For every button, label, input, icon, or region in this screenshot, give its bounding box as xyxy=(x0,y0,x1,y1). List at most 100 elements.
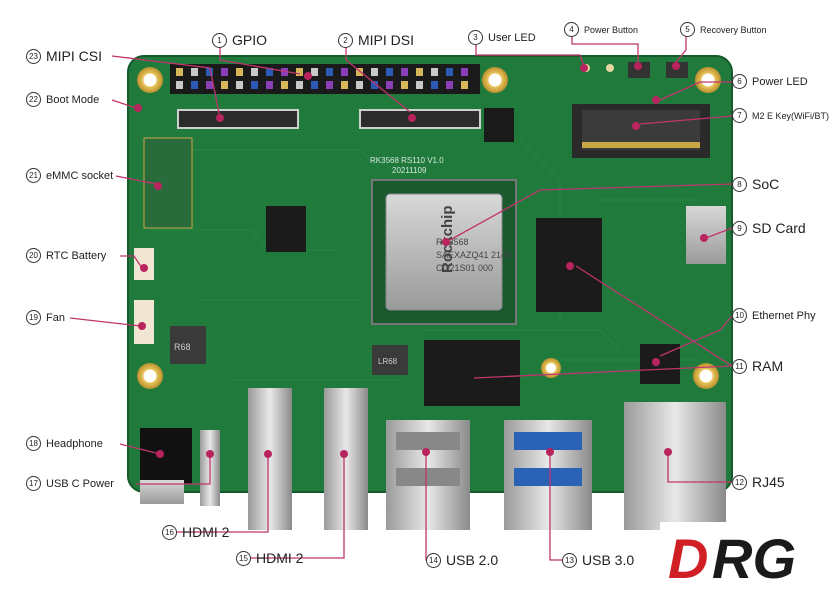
gpio-pin xyxy=(311,68,318,76)
gpio-pin xyxy=(461,68,468,76)
callout-text: HDMI 2 xyxy=(182,524,230,540)
leader-line xyxy=(111,55,221,119)
leader-line xyxy=(119,443,161,455)
callout-number: 1 xyxy=(212,32,227,48)
svg-text:D: D xyxy=(668,527,708,590)
callout-text: Power LED xyxy=(752,75,808,88)
callout-label: 10 Ethernet Phy xyxy=(732,308,816,323)
leader-line xyxy=(170,454,269,533)
svg-text:RG: RG xyxy=(712,527,796,590)
chip-code1: SAEXAZQ41 2149 xyxy=(436,250,511,260)
gpio-pin xyxy=(191,81,198,89)
callout-text: Recovery Button xyxy=(700,24,767,35)
gpio-pin xyxy=(461,81,468,89)
callout-text: eMMC socket xyxy=(46,169,114,182)
callout-marker xyxy=(546,448,554,456)
callout-marker xyxy=(156,450,164,458)
gpio-pin xyxy=(191,68,198,76)
callout-number: 13 xyxy=(562,552,577,568)
callout-marker xyxy=(140,264,148,272)
callout-number: 15 xyxy=(236,550,251,566)
callout-marker xyxy=(304,72,312,80)
callout-number: 6 xyxy=(732,74,747,89)
callout-marker xyxy=(442,238,450,246)
callout-marker xyxy=(664,448,672,456)
gpio-pin xyxy=(176,68,183,76)
callout-marker xyxy=(206,450,214,458)
leader-line xyxy=(69,317,141,327)
gpio-pin xyxy=(266,81,273,89)
gpio-pin xyxy=(416,81,423,89)
leader-line xyxy=(111,99,137,109)
callout-text: Ethernet Phy xyxy=(752,309,816,322)
recovery-button xyxy=(666,62,688,78)
callout-label: 19 Fan xyxy=(26,310,65,325)
callout-text: USB C Power xyxy=(46,477,114,490)
callout-text: SoC xyxy=(752,176,780,192)
callout-marker xyxy=(566,262,574,270)
callout-text: RTC Battery xyxy=(46,249,107,262)
leader-line xyxy=(639,115,733,125)
callout-text: HDMI 2 xyxy=(256,550,304,566)
chip-code2: CO21S01 000 xyxy=(436,263,493,273)
leader-line xyxy=(449,183,733,241)
leader-line xyxy=(659,81,732,101)
callout-text: MIPI DSI xyxy=(358,32,415,48)
callout-number: 19 xyxy=(26,310,41,325)
callout-text: USB 3.0 xyxy=(582,552,635,568)
gpio-pin xyxy=(296,81,303,89)
chip-model: RK3568 xyxy=(436,237,469,247)
inductor2-code: LR68 xyxy=(378,357,398,366)
gpio-pin xyxy=(221,81,228,89)
usb3-port xyxy=(504,420,592,530)
callout-marker xyxy=(408,114,416,122)
callout-number: 3 xyxy=(468,30,483,45)
callout-marker xyxy=(134,104,142,112)
gpio-pin xyxy=(236,68,243,76)
callout-marker xyxy=(216,114,224,122)
callout-marker xyxy=(340,450,348,458)
callout-text: User LED xyxy=(488,31,536,44)
callout-number: 18 xyxy=(26,436,41,451)
callout-text: USB 2.0 xyxy=(446,552,499,568)
gpio-pin xyxy=(401,81,408,89)
callout-text: M2 E Key(WiFi/BT) xyxy=(752,110,830,121)
headphone-jack xyxy=(140,428,192,484)
ram-chip-2 xyxy=(424,340,520,406)
callout-number: 4 xyxy=(564,22,579,37)
callout-marker xyxy=(652,358,660,366)
silk-model: RK3568 RS110 V1.0 xyxy=(370,156,444,165)
m2-slot xyxy=(572,104,710,158)
hdmi-port-2 xyxy=(248,388,292,530)
leader-line xyxy=(120,255,143,269)
callout-marker xyxy=(652,96,660,104)
fan-connector xyxy=(134,300,154,344)
callout-text: RJ45 xyxy=(752,474,785,490)
leader-line xyxy=(115,175,157,185)
callout-number: 10 xyxy=(732,308,747,323)
mipi-csi-connector xyxy=(177,109,299,129)
callout-text: Fan xyxy=(46,311,65,324)
gpio-pin xyxy=(431,68,438,76)
chip-left xyxy=(266,206,306,252)
callout-number: 7 xyxy=(732,108,747,123)
gpio-pin xyxy=(341,68,348,76)
callout-number: 23 xyxy=(26,48,41,64)
rj45-port xyxy=(624,402,726,530)
gpio-header xyxy=(170,64,480,94)
callout-marker xyxy=(672,62,680,70)
gpio-pin xyxy=(206,68,213,76)
callout-number: 8 xyxy=(732,176,747,192)
usb2-port xyxy=(386,420,470,530)
callout-number: 9 xyxy=(732,220,747,236)
gpio-pin xyxy=(176,81,183,89)
user-led-2 xyxy=(606,64,614,72)
soc-chip: Rockchip RK3568 SAEXAZQ41 2149 CO21S01 0… xyxy=(371,179,517,325)
gpio-pin xyxy=(386,81,393,89)
